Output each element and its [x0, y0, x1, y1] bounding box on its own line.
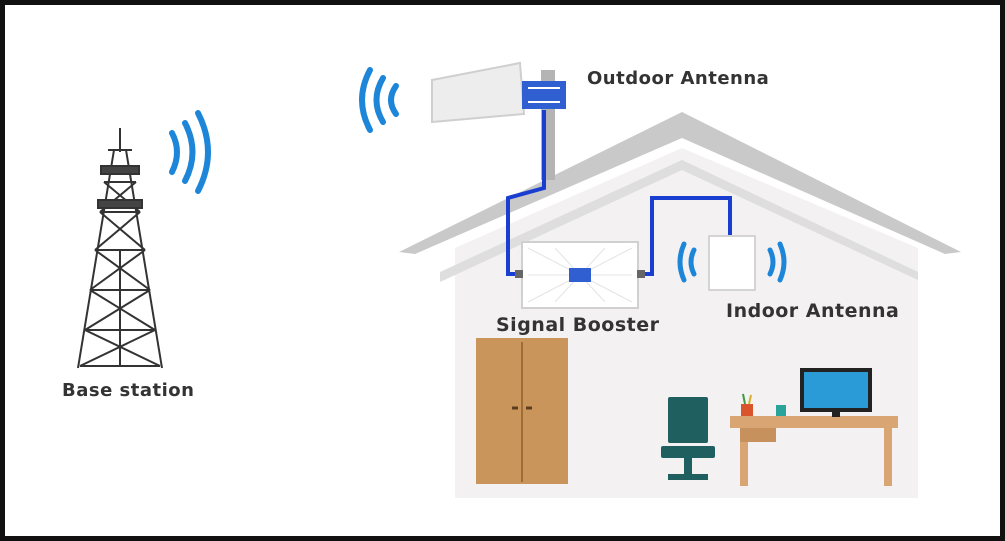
desk-icon: [730, 416, 898, 486]
indoor-antenna-icon: [708, 235, 756, 291]
signal-wave-icon: [677, 241, 787, 283]
base-station-label: Base station: [62, 380, 195, 401]
wardrobe-icon: [476, 338, 568, 484]
coax-cable: [506, 110, 732, 276]
indoor-antenna-label: Indoor Antenna: [726, 300, 900, 322]
base-station-tower-icon: [77, 128, 163, 369]
signal-booster-icon: [515, 241, 645, 309]
signal-wave-icon: [169, 110, 211, 194]
signal-wave-icon: [359, 67, 399, 133]
mug-icon: [776, 405, 786, 416]
signal-booster-label: Signal Booster: [496, 314, 660, 336]
chair-icon: [661, 397, 715, 480]
outdoor-antenna-label: Outdoor Antenna: [587, 68, 770, 89]
monitor-icon: [800, 368, 872, 417]
pencil-cup-icon: [741, 393, 753, 416]
